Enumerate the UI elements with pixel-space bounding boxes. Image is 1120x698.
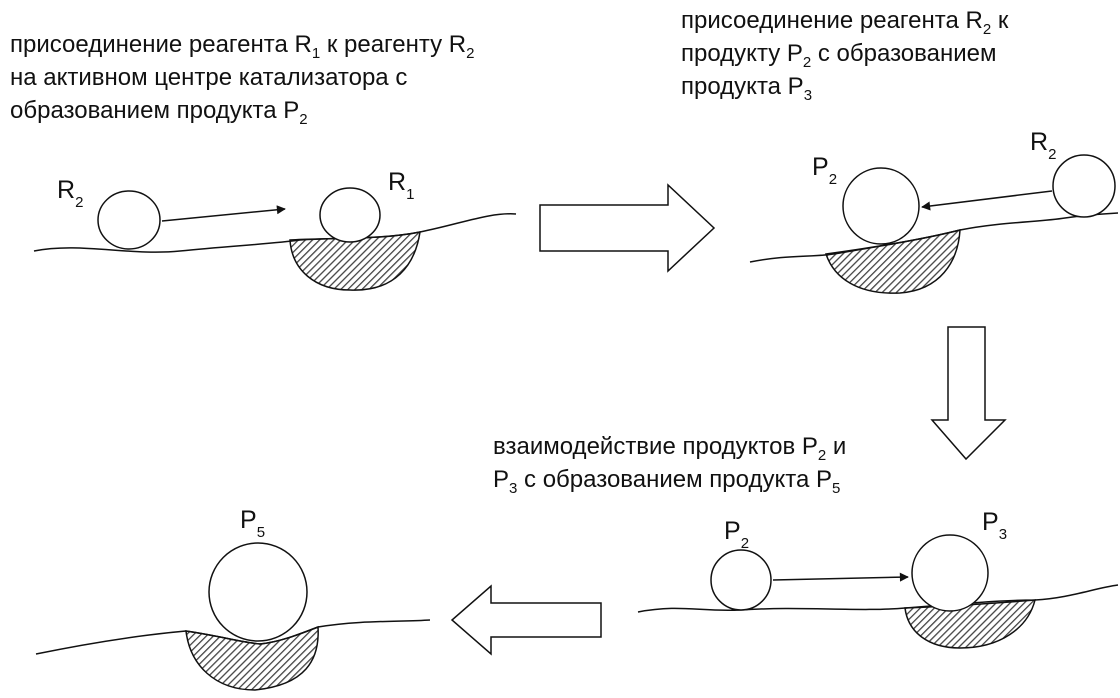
reagent-r2-molecule <box>1052 154 1116 218</box>
label-p2: P2 <box>724 517 749 552</box>
product-p5-molecule <box>208 542 308 642</box>
caption-step1-line3: образованием продукта P2 <box>10 97 308 128</box>
label-p2: P2 <box>812 153 837 188</box>
caption-step2-line2: продукту P2 с образованием <box>681 40 997 71</box>
caption-step1-line2: на активном центре катализатора с <box>10 64 408 91</box>
reaction-arrow <box>772 572 909 582</box>
label-r2: R2 <box>57 176 83 211</box>
stage-4: P5 <box>35 506 431 691</box>
step-arrow-right <box>539 183 716 273</box>
product-p2-molecule <box>842 167 920 245</box>
product-p2-molecule <box>710 549 772 611</box>
catalyst-surface <box>35 619 431 655</box>
stage-2: P2 R2 <box>749 128 1119 294</box>
label-p3: P3 <box>982 508 1007 543</box>
caption-step2-line3: продукта P3 <box>681 73 813 104</box>
caption-step2-line1: присоединение реагента R2 к <box>681 7 1009 38</box>
caption-step1: присоединение реагента R1 к реагенту R2 … <box>10 28 474 127</box>
caption-step3: взаимодействие продуктов P2 и P3 с образ… <box>493 430 846 496</box>
caption-step1-line1: присоединение реагента R1 к реагенту R2 <box>10 31 475 62</box>
reaction-arrow <box>921 190 1053 211</box>
stage-1: R2 R1 <box>33 168 517 291</box>
caption-step3-line2: P3 с образованием продукта P5 <box>493 466 841 497</box>
label-p5: P5 <box>240 506 265 541</box>
reagent-r1-molecule <box>319 187 381 243</box>
catalyst-surface <box>637 584 1119 613</box>
product-p3-molecule <box>911 534 989 612</box>
reaction-arrow <box>161 205 286 222</box>
step-arrow-down <box>930 326 1007 461</box>
caption-step2: присоединение реагента R2 к продукту P2 … <box>681 4 1008 103</box>
step-arrow-left <box>450 584 602 656</box>
reagent-r2-molecule <box>97 190 161 250</box>
catalyst-surface <box>749 212 1119 263</box>
label-r1: R1 <box>388 168 414 203</box>
catalyst-surface <box>33 213 517 253</box>
label-r2: R2 <box>1030 128 1056 163</box>
caption-step3-line1: взаимодействие продуктов P2 и <box>493 433 847 464</box>
stage-3: P2 P3 <box>637 508 1119 649</box>
